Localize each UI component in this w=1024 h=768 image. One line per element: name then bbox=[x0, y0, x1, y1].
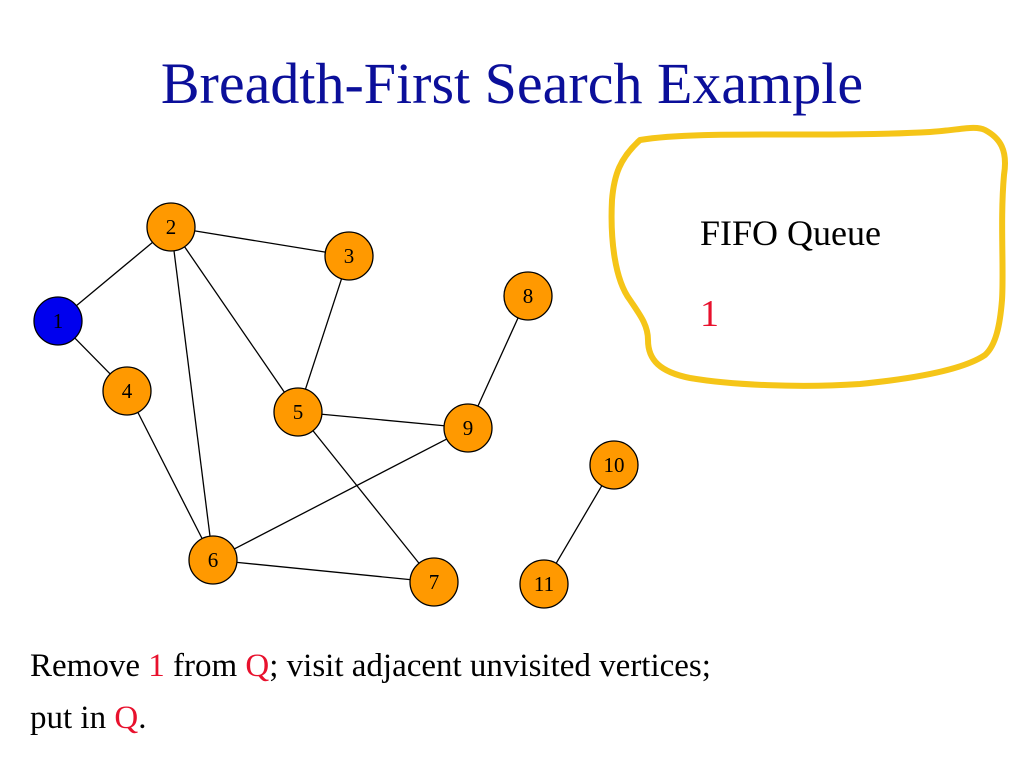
edge-4-6 bbox=[137, 412, 203, 539]
edge-2-3 bbox=[194, 230, 326, 253]
vertex-circle bbox=[273, 387, 323, 437]
vertex-circle bbox=[324, 231, 374, 281]
edge-5-9 bbox=[321, 413, 445, 427]
vertex-label: 4 bbox=[122, 379, 133, 403]
caption-queue-name: Q bbox=[114, 700, 139, 736]
edges bbox=[74, 230, 603, 581]
vertex-10: 10 bbox=[589, 440, 639, 490]
edge-5-7 bbox=[312, 430, 420, 564]
vertex-label: 2 bbox=[166, 215, 177, 239]
edge-6-7 bbox=[236, 561, 411, 581]
vertex-label: 6 bbox=[208, 548, 219, 572]
vertex-circle bbox=[443, 403, 493, 453]
edge-1-2 bbox=[76, 241, 153, 307]
vertex-label: 10 bbox=[604, 453, 625, 477]
slide-title: Breadth-First Search Example bbox=[160, 51, 864, 116]
caption: Remove 1 from Q; visit adjacent unvisite… bbox=[30, 640, 990, 744]
caption-queue-name: Q bbox=[245, 648, 270, 684]
vertex-3: 3 bbox=[324, 231, 374, 281]
caption-text: from bbox=[164, 648, 246, 684]
vertex-circle bbox=[519, 559, 569, 609]
vertex-label: 8 bbox=[523, 284, 534, 308]
edge-8-9 bbox=[477, 317, 519, 407]
vertex-8: 8 bbox=[503, 271, 553, 321]
vertex-circle bbox=[33, 296, 83, 346]
caption-text: Remove bbox=[30, 648, 149, 684]
edge-2-6 bbox=[173, 250, 211, 537]
vertex-4: 4 bbox=[102, 366, 152, 416]
vertex-label: 9 bbox=[463, 416, 474, 440]
vertex-label: 11 bbox=[534, 572, 554, 596]
edge-2-5 bbox=[184, 246, 285, 393]
edge-3-5 bbox=[304, 278, 343, 390]
caption-removed-vertex: 1 bbox=[148, 648, 165, 684]
vertex-circle bbox=[188, 535, 238, 585]
edge-10-11 bbox=[555, 485, 603, 564]
vertex-11: 11 bbox=[519, 559, 569, 609]
caption-text: ; visit adjacent unvisited vertices; bbox=[269, 648, 711, 684]
vertex-9: 9 bbox=[443, 403, 493, 453]
vertex-6: 6 bbox=[188, 535, 238, 585]
vertex-circle bbox=[146, 202, 196, 252]
edge-6-9 bbox=[234, 438, 447, 550]
queue-contents: 1 bbox=[700, 293, 719, 335]
nodes: 1 2 3 4 5 6 7 8 9 10 11 bbox=[33, 202, 639, 609]
caption-text: put in bbox=[30, 700, 115, 736]
edge-1-4 bbox=[74, 337, 111, 375]
caption-text: . bbox=[138, 700, 147, 736]
vertex-1: 1 bbox=[33, 296, 83, 346]
vertex-circle bbox=[102, 366, 152, 416]
queue-title: FIFO Queue bbox=[700, 213, 881, 253]
vertex-label: 1 bbox=[53, 309, 64, 333]
vertex-circle bbox=[409, 557, 459, 607]
vertex-7: 7 bbox=[409, 557, 459, 607]
vertex-5: 5 bbox=[273, 387, 323, 437]
vertex-label: 7 bbox=[429, 570, 440, 594]
vertex-label: 3 bbox=[344, 244, 355, 268]
vertex-2: 2 bbox=[146, 202, 196, 252]
vertex-circle bbox=[503, 271, 553, 321]
vertex-label: 5 bbox=[293, 400, 304, 424]
vertex-circle bbox=[589, 440, 639, 490]
